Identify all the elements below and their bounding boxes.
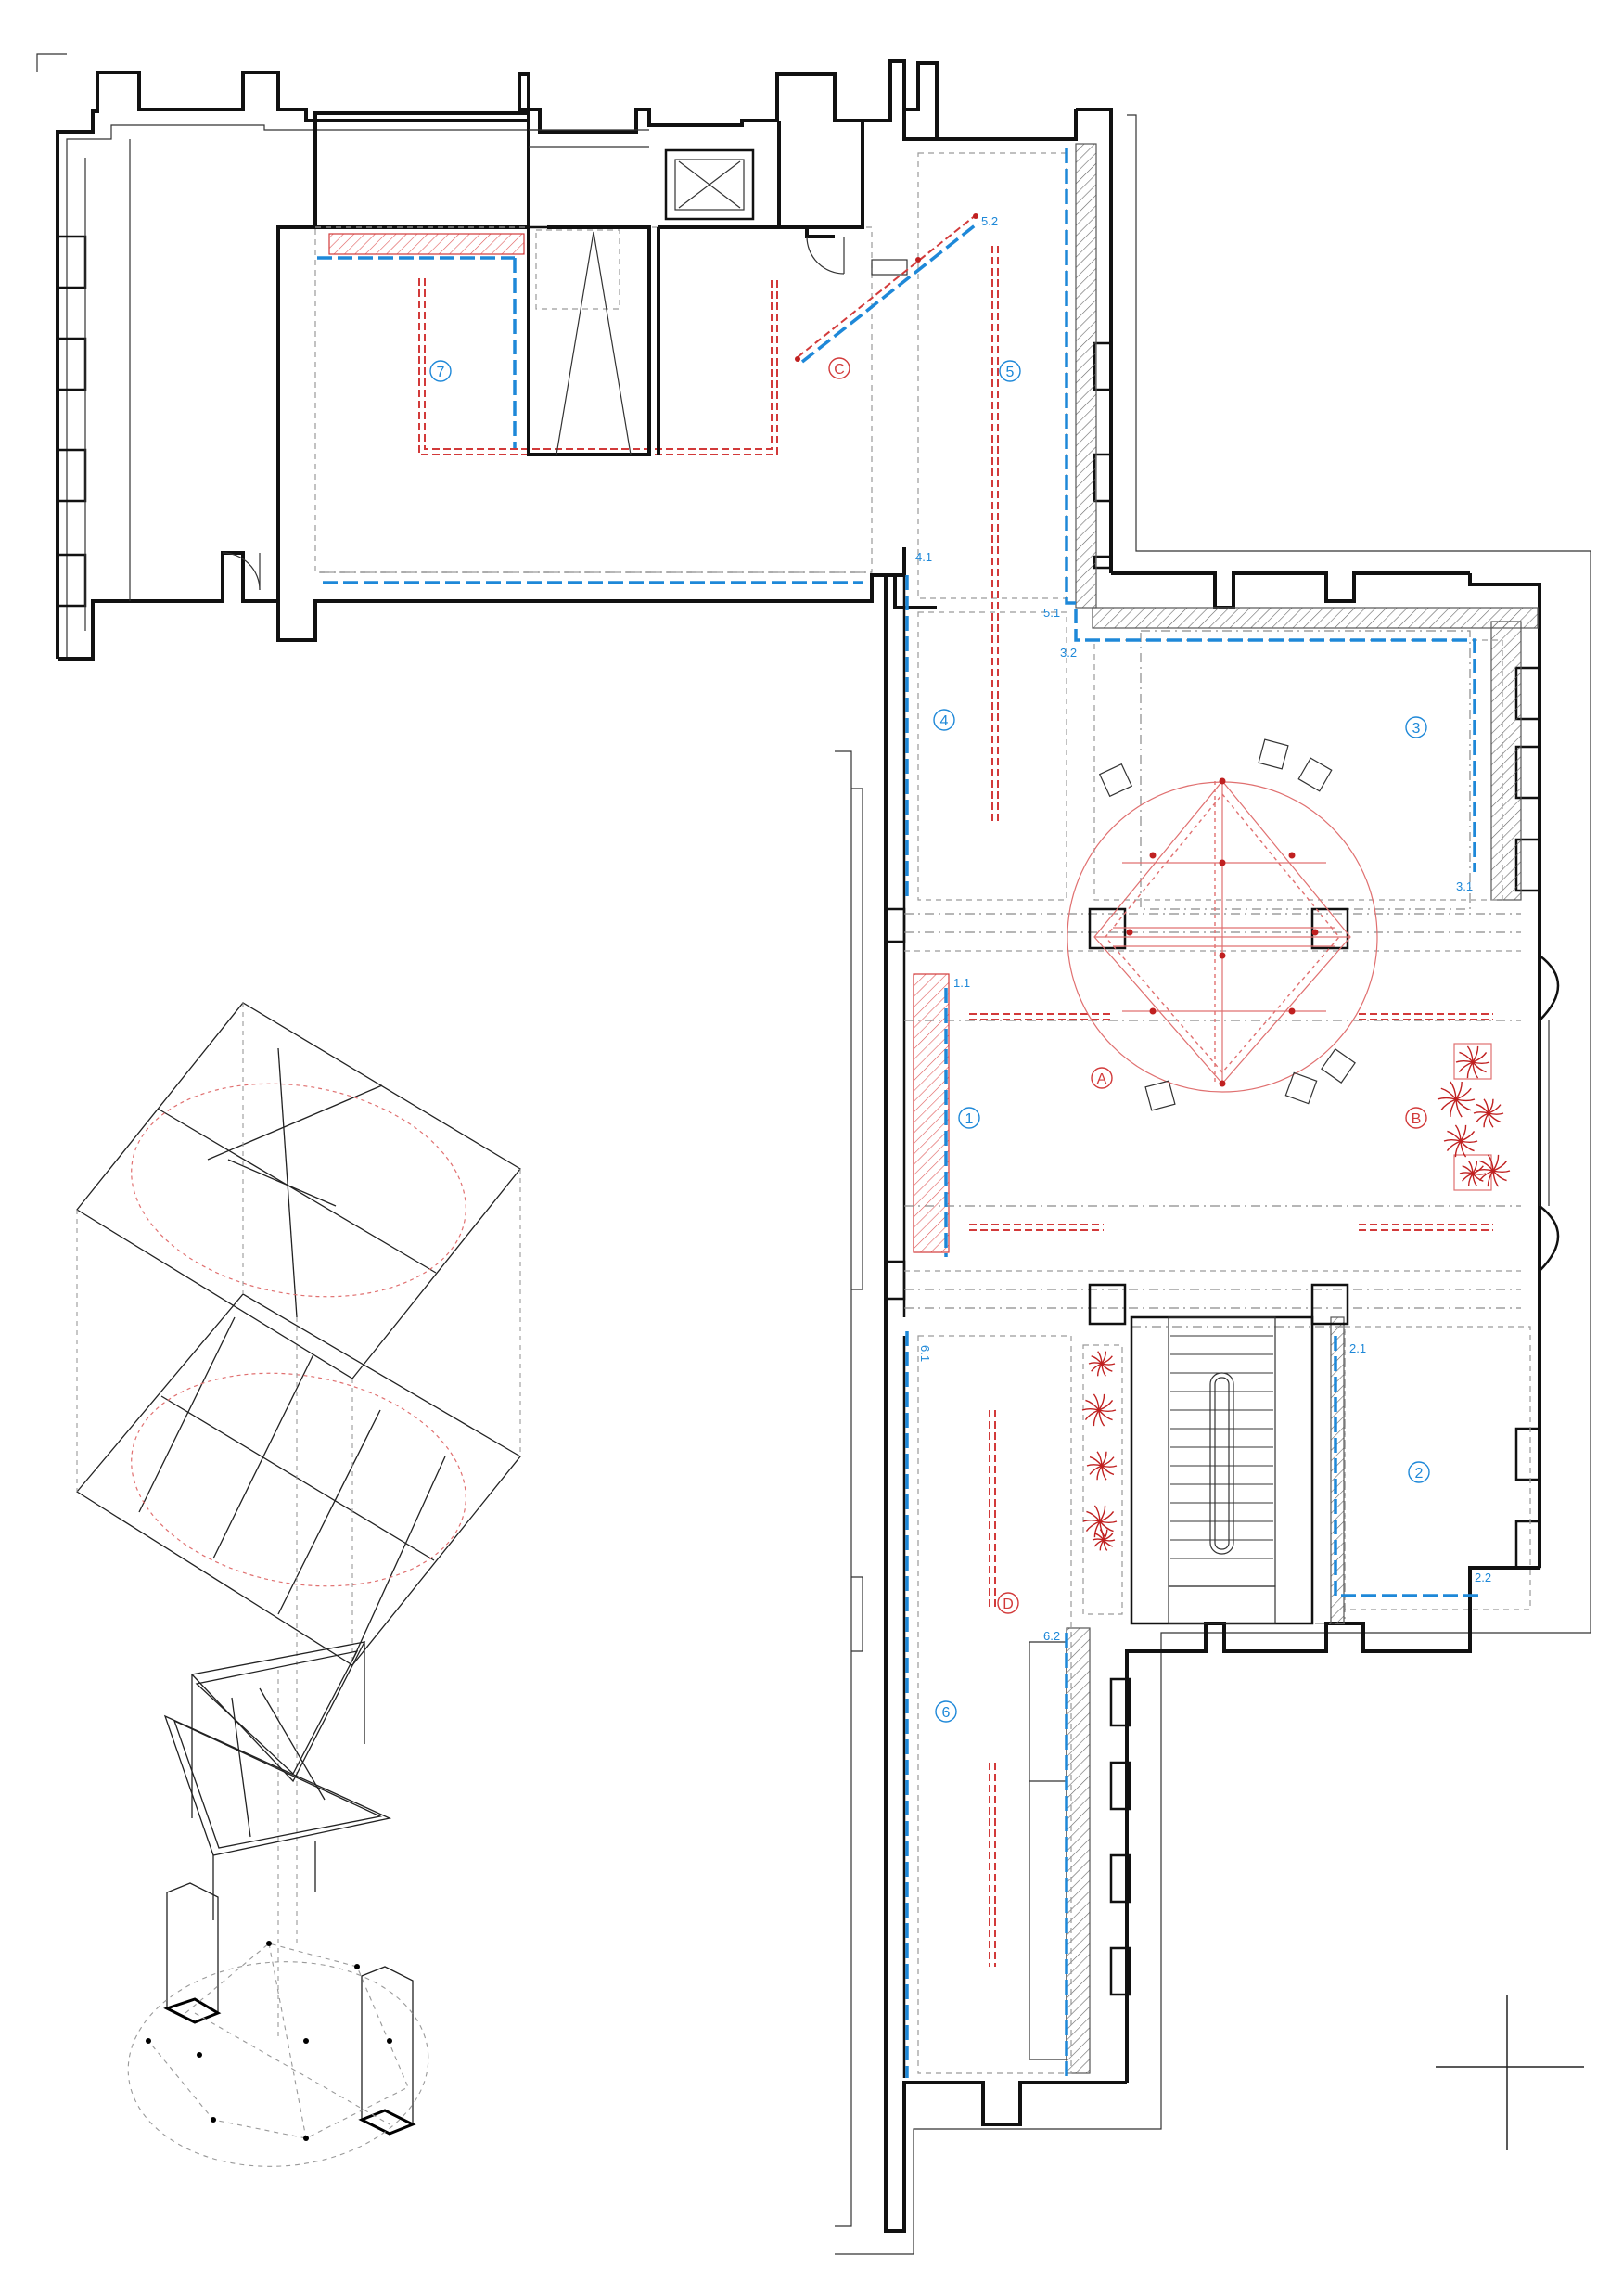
axonometric-exploded-view — [76, 1002, 521, 2167]
window-west-1 — [56, 235, 87, 289]
plant-icon — [1437, 1081, 1476, 1118]
lift-shaft — [664, 148, 755, 221]
svg-text:7: 7 — [437, 365, 445, 380]
plant-icon — [1473, 1098, 1504, 1128]
zone-b-label: B — [1405, 1107, 1427, 1129]
columns — [1088, 907, 1349, 1326]
label-2-1: 2.1 — [1349, 1341, 1366, 1355]
svg-text:4: 4 — [940, 713, 949, 729]
label-6-1: 6.1 — [918, 1345, 932, 1362]
window-west-2 — [56, 337, 87, 391]
room-4-label: 4 — [933, 709, 955, 731]
hatched-panel-room7 — [328, 233, 525, 255]
room-7-label: 7 — [429, 360, 452, 382]
svg-text:1: 1 — [965, 1111, 974, 1127]
window-west-4 — [56, 553, 87, 608]
zone-labels: A B C D — [828, 357, 1427, 1614]
context-outline — [36, 53, 1591, 2255]
room-labels: 1 2 3 4 5 6 7 — [429, 360, 1430, 1723]
label-3-1: 3.1 — [1456, 879, 1473, 893]
zone-c-label: C — [828, 357, 850, 379]
room-1-label: 1 — [958, 1107, 980, 1129]
room-7-area — [276, 111, 873, 601]
hatched-walls — [913, 143, 1539, 2074]
north-cross-symbol — [1436, 1995, 1584, 2150]
label-3-2: 3.2 — [1060, 646, 1077, 660]
svg-text:5: 5 — [1006, 365, 1015, 380]
svg-text:D: D — [1003, 1597, 1014, 1612]
label-4-1: 4.1 — [915, 550, 932, 564]
svg-text:B: B — [1412, 1111, 1422, 1127]
svg-text:3: 3 — [1412, 721, 1421, 737]
red-display-lines — [795, 213, 1493, 1967]
label-6-2: 6.2 — [1043, 1629, 1060, 1643]
pavilion-plan — [1067, 738, 1378, 1111]
plant-icon — [1088, 1351, 1116, 1377]
room-6-label: 6 — [935, 1700, 957, 1723]
west-wing-walls — [56, 59, 939, 661]
svg-text:C: C — [834, 362, 845, 378]
label-5-1: 5.1 — [1043, 606, 1060, 620]
plant-icon — [1455, 1045, 1490, 1079]
plant-icon — [1081, 1393, 1117, 1427]
plant-icon — [1459, 1161, 1487, 1186]
svg-text:2: 2 — [1415, 1466, 1424, 1481]
window-west-3 — [56, 448, 87, 503]
label-1-1: 1.1 — [953, 976, 970, 990]
plant-icon — [1476, 1154, 1511, 1187]
zone-d-label: D — [997, 1592, 1019, 1614]
wall-number-labels: 1.1 2.1 2.2 3.1 3.2 4.1 5.1 5.2 6.1 6.2 — [915, 214, 1491, 1643]
svg-text:A: A — [1097, 1071, 1107, 1087]
svg-text:6: 6 — [942, 1705, 951, 1721]
label-2-2: 2.2 — [1475, 1571, 1491, 1584]
plants — [1081, 1043, 1511, 1615]
label-5-2: 5.2 — [981, 214, 998, 228]
main-staircase — [1130, 1315, 1314, 1625]
room-3-label: 3 — [1405, 716, 1427, 738]
room-2-label: 2 — [1408, 1461, 1430, 1483]
stair-core-west — [527, 113, 908, 456]
plant-icon — [1086, 1451, 1118, 1481]
east-block-walls — [835, 108, 1560, 2233]
plant-icon — [1082, 1505, 1118, 1538]
plant-icon — [1092, 1529, 1116, 1551]
room-5-label: 5 — [999, 360, 1021, 382]
plant-icon — [1443, 1124, 1478, 1158]
hatched-panel-room1 — [913, 973, 950, 1253]
blue-exhibition-walls — [800, 148, 1484, 2078]
zone-a-label: A — [1091, 1067, 1113, 1089]
